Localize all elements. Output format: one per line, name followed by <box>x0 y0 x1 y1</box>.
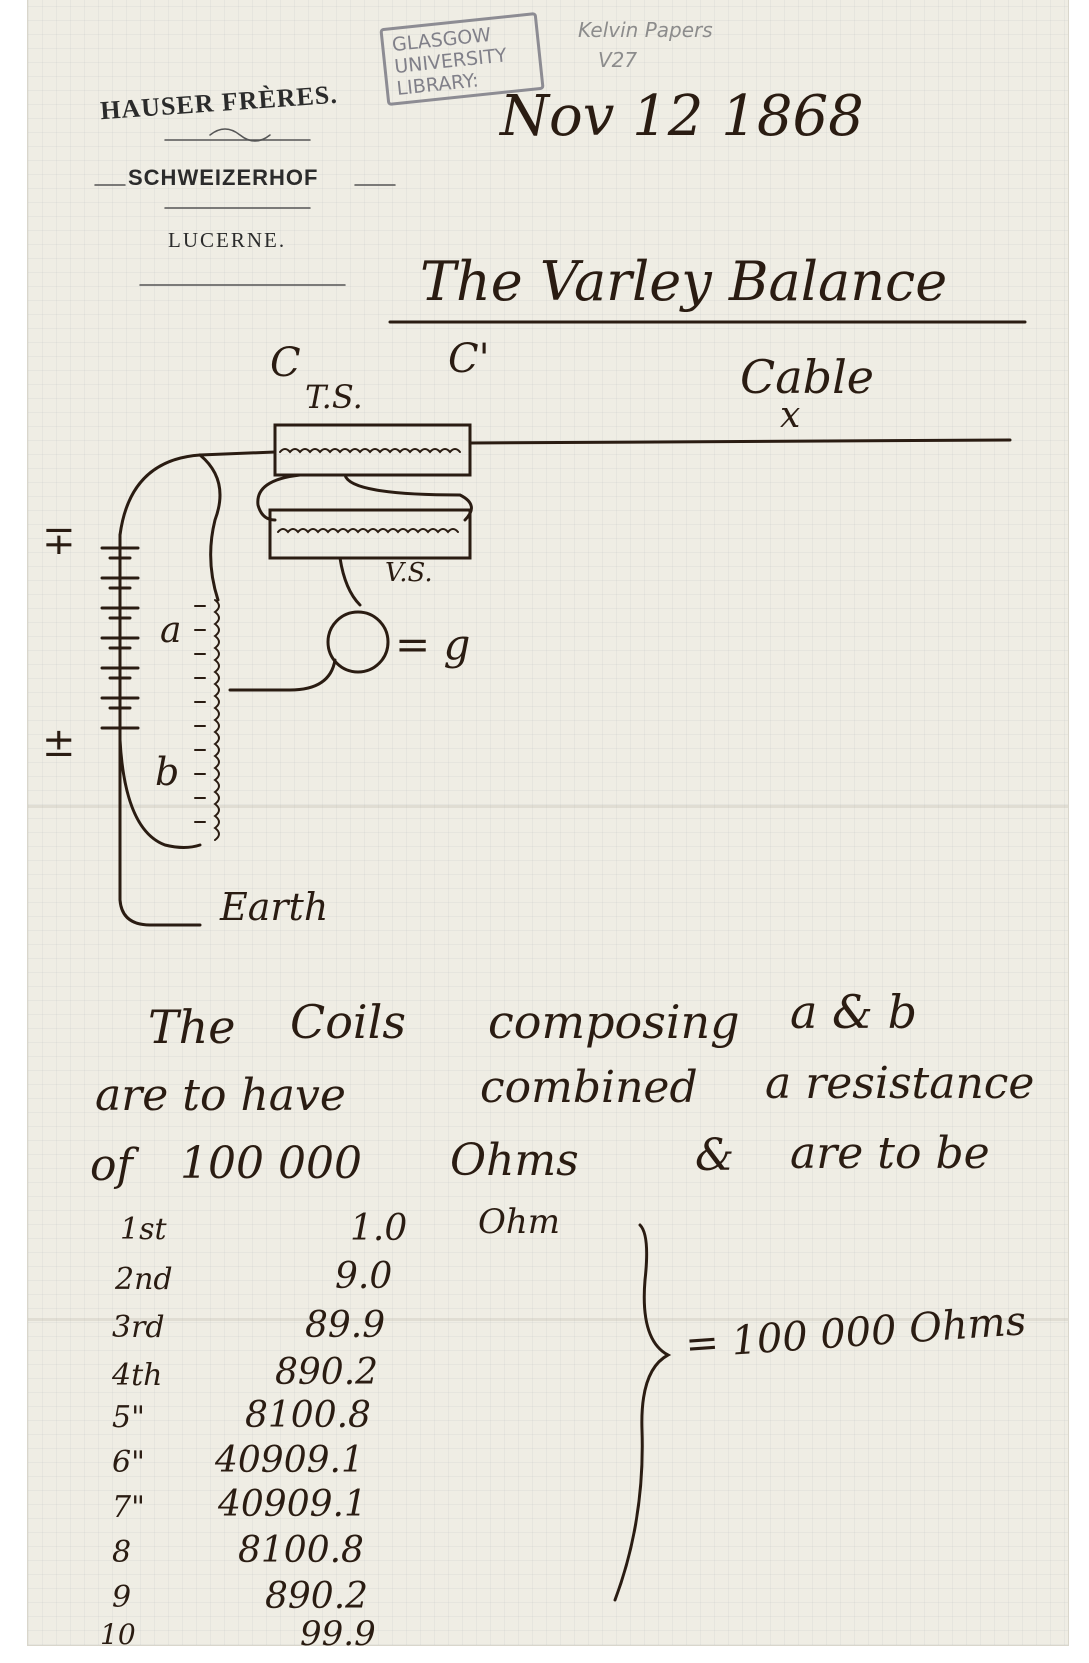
text-line3-word: of <box>90 1140 133 1191</box>
letter-sheet <box>28 0 1068 1645</box>
text-line1-word: a & b <box>790 985 918 1039</box>
letterhead-hotel: SCHWEIZERHOF <box>128 165 319 190</box>
text-line3-word: & <box>695 1130 735 1181</box>
pencil-reference-note: V27 <box>598 48 638 72</box>
diagram-label-cable: Cable <box>740 350 875 404</box>
letter-date: Nov 12 1868 <box>500 84 864 149</box>
coil-row-label: 5" <box>112 1400 145 1435</box>
text-line2-word: combined <box>480 1062 698 1113</box>
diagram-label-minus: ∓ <box>42 518 76 564</box>
diagram-label-x: x <box>780 395 801 436</box>
coil-row-label: 3rd <box>112 1310 165 1345</box>
coil-row-value: 40909.1 <box>215 1440 364 1481</box>
diagram-label-c-prime: C' <box>448 336 490 382</box>
coil-row-label: 8 <box>112 1535 132 1570</box>
text-line3-word: 100 000 <box>180 1138 362 1189</box>
coil-row-label: 4th <box>112 1358 163 1393</box>
diagram-label-c: C <box>270 340 301 386</box>
text-line1-word: Coils <box>290 995 406 1049</box>
letterhead-city: LUCERNE. <box>168 228 287 252</box>
letter-title: The Varley Balance <box>420 250 948 313</box>
diagram-label-vs: V.S. <box>385 558 433 588</box>
coil-row-value: 40909.1 <box>218 1484 367 1525</box>
coil-row-value: 8100.8 <box>238 1530 364 1571</box>
coil-row-label: 1st <box>120 1212 167 1247</box>
diagram-label-earth: Earth <box>220 885 329 929</box>
text-line2-word: are to have <box>95 1070 346 1121</box>
pencil-collection-note: Kelvin Papers <box>578 18 713 42</box>
diagram-label-plus: ± <box>42 720 76 766</box>
diagram-label-g: = g <box>395 620 471 669</box>
text-line3-word: Ohms <box>450 1135 579 1186</box>
coil-table-unit: Ohm <box>478 1202 561 1242</box>
coil-row-label: 7" <box>112 1490 145 1525</box>
text-line1-word: composing <box>488 995 740 1049</box>
diagram-label-ts: T.S. <box>305 378 363 416</box>
coil-row-value: 99.9 <box>300 1614 376 1654</box>
diagram-label-b: b <box>155 750 180 794</box>
coil-row-value: 8100.8 <box>245 1395 371 1436</box>
text-line2-word: a resistance <box>765 1058 1035 1109</box>
coil-row-value: 890.2 <box>275 1352 379 1393</box>
coil-row-label: 10 <box>100 1618 136 1651</box>
diagram-label-a: a <box>160 610 182 651</box>
coil-row-value: 1.0 <box>350 1208 408 1249</box>
coil-row-value: 89.9 <box>305 1305 386 1346</box>
text-line3-word: are to be <box>790 1128 990 1179</box>
paper-fold <box>28 805 1068 808</box>
coil-row-label: 2nd <box>115 1262 173 1297</box>
coil-row-label: 6" <box>112 1445 145 1480</box>
coil-row-label: 9 <box>112 1580 132 1615</box>
paper-fold <box>28 1318 1068 1321</box>
text-line1-word: The <box>148 1000 236 1054</box>
coil-row-value: 890.2 <box>265 1576 369 1617</box>
coil-row-value: 9.0 <box>335 1256 393 1297</box>
